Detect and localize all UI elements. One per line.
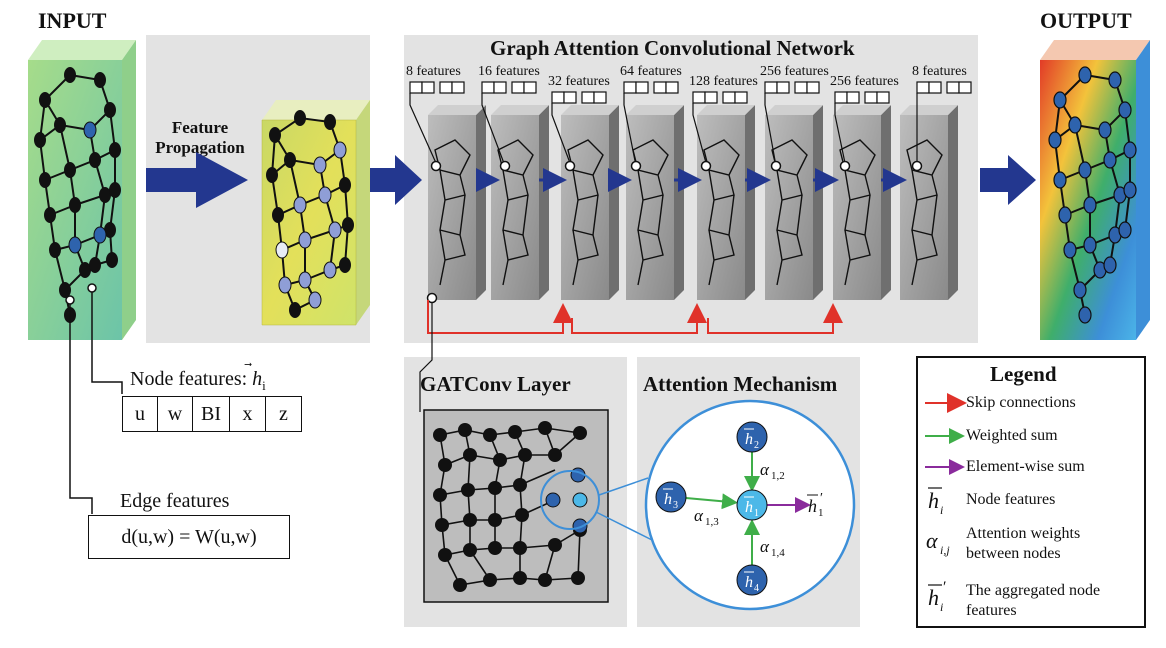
feature-leaders (409, 93, 918, 167)
gat-layer-2 (491, 105, 549, 300)
legend-item-aggregated-line2: features (966, 602, 1017, 619)
gat-layer-4 (626, 105, 684, 300)
output-graph (1040, 40, 1150, 340)
svg-text:h: h (928, 488, 939, 513)
svg-text:2: 2 (754, 440, 759, 451)
node-features-caption: Node features: ⃗hi (130, 368, 266, 394)
svg-text:′: ′ (942, 579, 946, 596)
svg-text:h: h (745, 499, 753, 516)
feature-propagation-line2: Propagation (155, 138, 245, 157)
node-feature-cell: BI (192, 396, 230, 432)
input-leader-lines (69, 292, 123, 514)
gat-layer-5 (697, 105, 755, 300)
layer-features-label: 256 features (830, 74, 899, 89)
svg-text:1: 1 (754, 508, 759, 519)
svg-text:4: 4 (754, 583, 759, 594)
layer-features-label: 8 features (406, 64, 461, 79)
feature-vectors (409, 81, 972, 104)
layer-features-label: 32 features (548, 74, 610, 89)
gat-layer-6 (765, 105, 823, 300)
edge-features-formula-box: d(u,w) = W(u,w) (88, 515, 290, 559)
svg-text:α: α (926, 528, 938, 553)
legend-item-attention: Attention weights between nodes (966, 524, 1080, 564)
attention-diagram: h h h h 2 3 1 4 h 1 ′ α 1,2 α 1,3 α 1,4 (644, 399, 856, 611)
svg-text:′: ′ (820, 491, 823, 506)
feature-propagation-line1: Feature (171, 118, 229, 137)
layer-features-label: 64 features (620, 64, 682, 79)
svg-text:1,3: 1,3 (705, 516, 719, 528)
gatconv-title: GATConv Layer (420, 372, 571, 396)
svg-text:α: α (694, 506, 704, 525)
gat-layer-1 (428, 105, 486, 300)
legend-item-elementwise: Element-wise sum (966, 458, 1085, 475)
feature-propagation-label: Feature Propagation (150, 118, 250, 158)
layer-node-markers (426, 160, 923, 304)
flow-arrows (146, 152, 1036, 208)
svg-text:i: i (940, 503, 943, 517)
svg-text:h: h (745, 431, 753, 448)
svg-text:i,j: i,j (940, 543, 950, 557)
legend-item-aggregated: The aggregated node features (966, 581, 1100, 621)
node-features-label: Node features: (130, 368, 253, 390)
svg-text:h: h (745, 574, 753, 591)
gatconv-graph (423, 409, 653, 603)
svg-text:i: i (940, 600, 943, 614)
edge-features-formula: d(u,w) = W(u,w) (121, 525, 257, 548)
node-features-subscript: i (262, 378, 266, 393)
gatconv-leader (419, 302, 433, 412)
svg-text:1,4: 1,4 (771, 547, 785, 559)
propagation-graph (261, 100, 370, 326)
node-feature-cell: x (229, 396, 266, 432)
legend-item-node-features: Node features (966, 491, 1056, 508)
gat-layers (428, 105, 958, 300)
node-feature-cell: u (122, 396, 158, 432)
layer-features-label: 16 features (478, 64, 540, 79)
svg-text:α: α (760, 460, 770, 479)
svg-text:1,2: 1,2 (771, 470, 785, 482)
output-label: OUTPUT (1040, 8, 1132, 33)
attention-title: Attention Mechanism (643, 372, 838, 396)
legend-item-aggregated-line1: The aggregated node (966, 582, 1101, 599)
gat-layer-7 (833, 105, 891, 300)
gat-layer-3 (561, 105, 619, 300)
gat-layer-8 (900, 105, 958, 300)
legend-item-attention-line1: Attention weights (966, 525, 1081, 542)
edge-features-label: Edge features (120, 490, 230, 512)
layer-features-label: 8 features (912, 64, 967, 79)
node-features-h: h (252, 368, 263, 390)
svg-text:h: h (664, 491, 672, 508)
network-title: Graph Attention Convolutional Network (490, 36, 855, 60)
node-feature-cell: z (265, 396, 302, 432)
legend-item-attention-line2: between nodes (966, 545, 1061, 562)
node-feature-cell: w (157, 396, 193, 432)
node-features-table: u w BI x z (122, 396, 302, 432)
layer-features-label: 256 features (760, 64, 829, 79)
node-features-symbol: ⃗h (252, 368, 262, 390)
input-graph (28, 40, 136, 340)
svg-text:h: h (928, 585, 939, 610)
svg-text:3: 3 (673, 500, 678, 511)
legend-item-weighted: Weighted sum (966, 427, 1058, 444)
svg-text:h: h (808, 496, 817, 516)
svg-text:α: α (760, 537, 770, 556)
skip-connections (427, 300, 843, 334)
svg-text:1: 1 (818, 507, 824, 519)
layer-features-label: 128 features (689, 74, 758, 89)
legend-symbols: h i α i,j h i ′ (916, 356, 1146, 628)
legend-title: Legend (990, 362, 1057, 386)
legend-item-skip: Skip connections (966, 394, 1076, 411)
input-label: INPUT (38, 8, 107, 33)
